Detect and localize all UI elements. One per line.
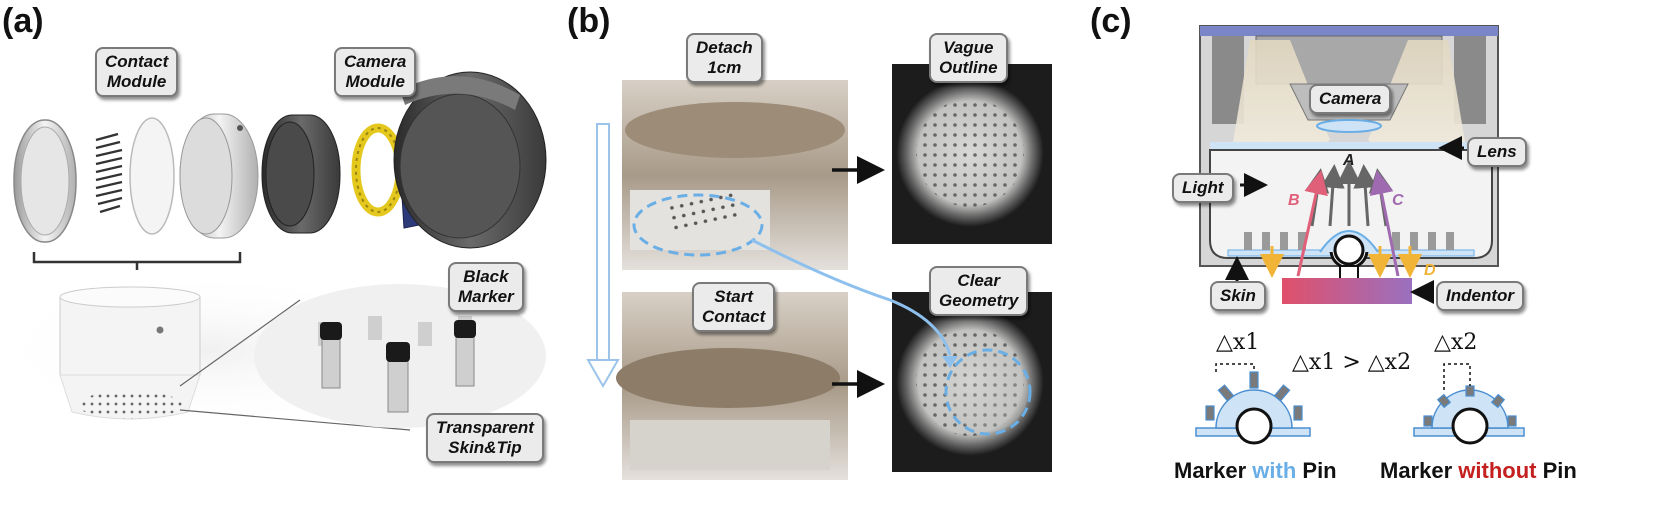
marker-with-pin-caption: Marker with Pin (1174, 458, 1337, 484)
dx-comparison: △x1 > △x2 (1292, 350, 1412, 375)
panel-a-label: (a) (2, 2, 44, 40)
caption-right-without: without (1458, 458, 1537, 483)
contact-module-parts (13, 113, 259, 243)
marker-without-pin-caption: Marker without Pin (1380, 458, 1577, 484)
contact-area-dashed (632, 193, 764, 257)
ray-c-label: C (1392, 192, 1404, 209)
zoom-connector-curve (751, 238, 952, 356)
ray-b-label: B (1288, 192, 1300, 209)
light-callout: Light (1172, 173, 1234, 203)
camera-module-callout: Camera Module (334, 47, 417, 97)
skin-callout: Skin (1210, 281, 1266, 311)
marker-with-pin-schematic (1195, 363, 1311, 445)
detach-callout: Detach 1cm (686, 33, 763, 83)
clear-geometry-dashed (944, 348, 1032, 436)
ray-d-label: D (1424, 262, 1436, 279)
ray-a-label: A (1343, 152, 1355, 169)
caption-left-with: with (1252, 458, 1297, 483)
start-contact-callout: Start Contact (692, 282, 776, 332)
caption-left-marker: Marker (1174, 458, 1253, 483)
black-marker-callout: Black Marker (448, 262, 524, 312)
contact-module-callout: Contact Module (95, 47, 179, 97)
dx1-label: △x1 (1216, 330, 1260, 355)
panel-b-label: (b) (567, 2, 611, 40)
panel-c-label: (c) (1090, 2, 1132, 40)
marker-zoom (254, 284, 546, 428)
lens-callout: Lens (1467, 137, 1527, 167)
clear-geometry-callout: Clear Geometry (929, 266, 1029, 316)
zoom-line-bottom (179, 409, 411, 431)
caption-right-marker: Marker (1380, 458, 1459, 483)
camera-module-parts (261, 71, 547, 249)
panel-b-photos (616, 64, 1052, 480)
caption-left-pin: Pin (1296, 458, 1337, 483)
camera-callout: Camera (1309, 84, 1392, 114)
time-down-arrow (586, 123, 620, 389)
light-rays (1260, 160, 1422, 278)
bracket-line (32, 252, 242, 270)
indentor-callout: Indentor (1436, 281, 1524, 311)
zoom-line-top (179, 299, 301, 387)
marker-without-pin-schematic (1413, 363, 1525, 445)
caption-right-pin: Pin (1536, 458, 1577, 483)
vague-outline-callout: Vague Outline (929, 33, 1008, 83)
indentor-block (1282, 278, 1412, 304)
transparent-skin-callout: Transparent Skin&Tip (426, 413, 544, 463)
dx2-label: △x2 (1434, 330, 1478, 355)
